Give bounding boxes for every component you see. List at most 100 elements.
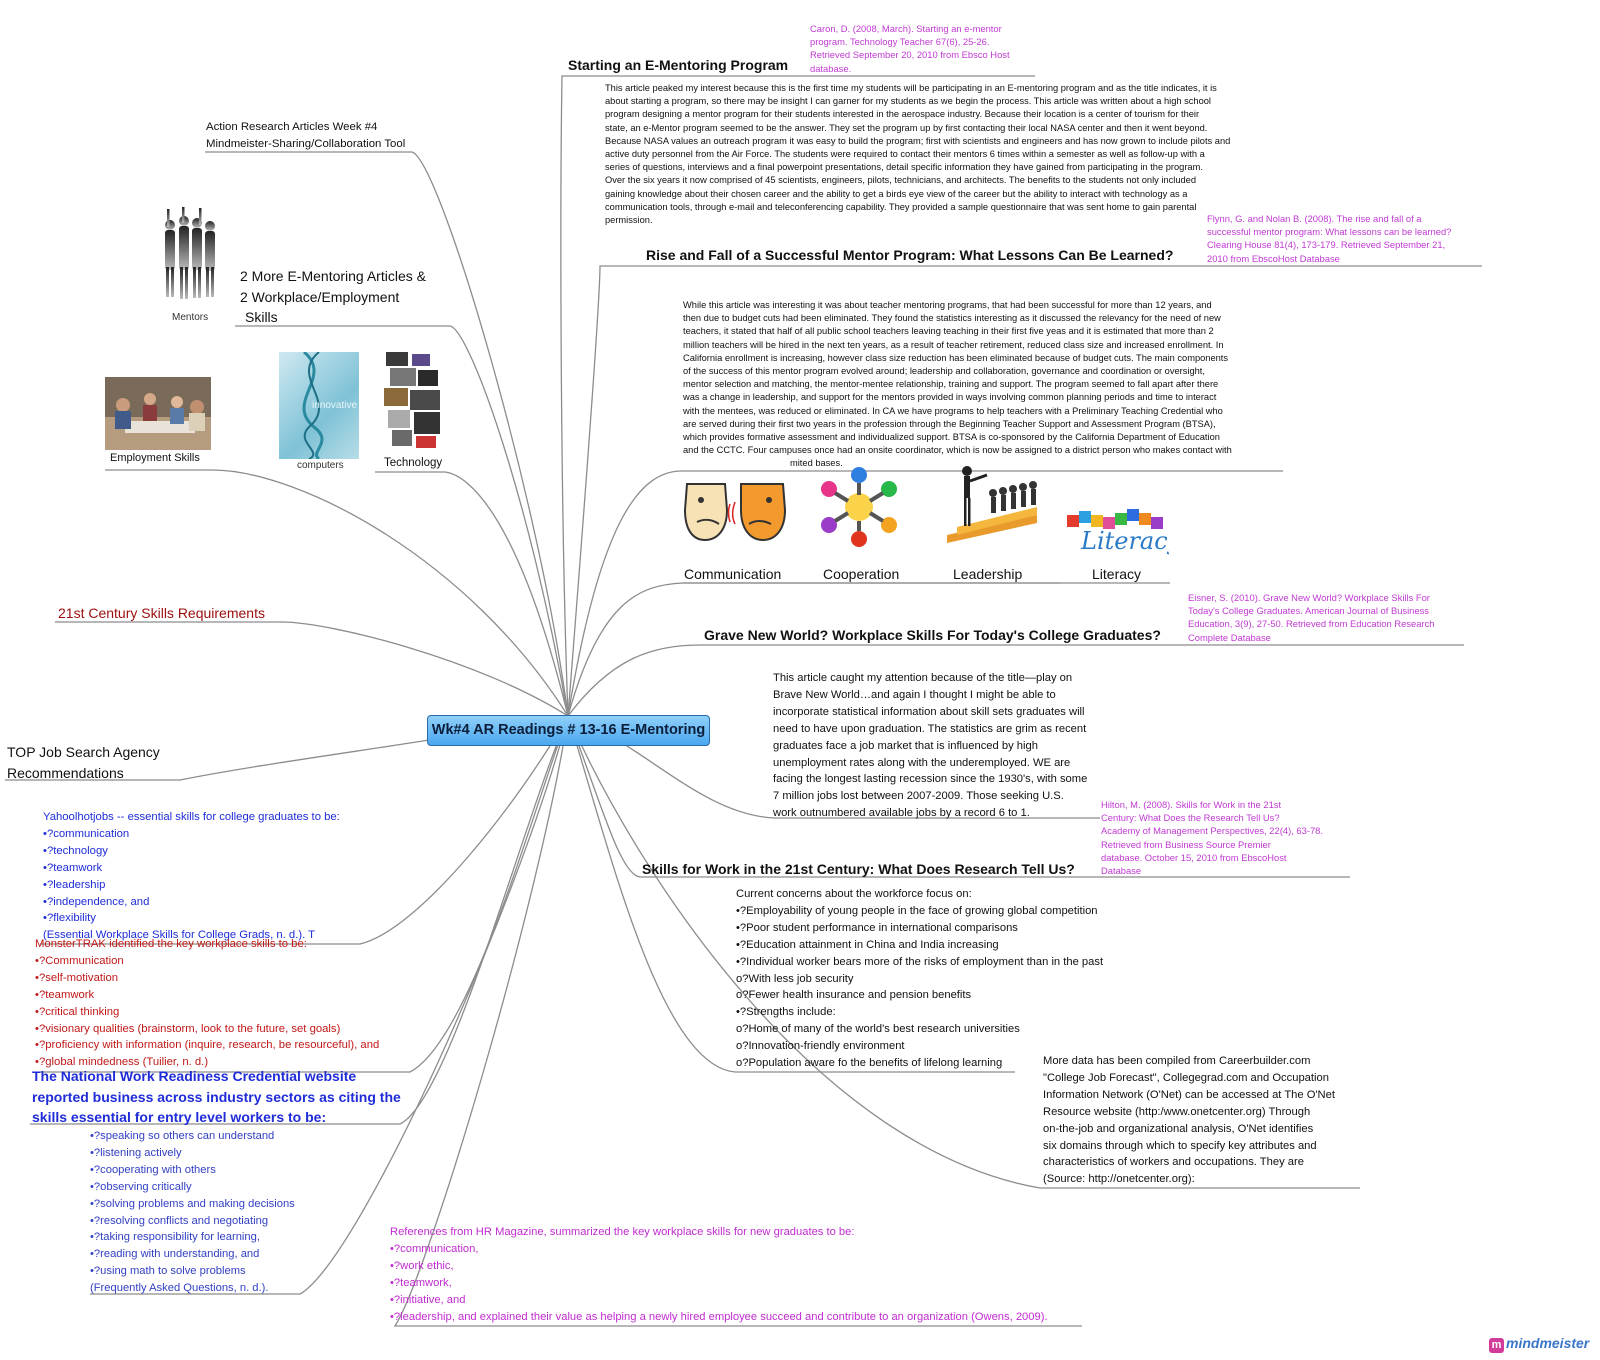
caron-line-0: Caron, D. (2008, March). Starting an e-m… bbox=[810, 23, 1002, 34]
national-skill-9: (Frequently Asked Questions, n. d.). bbox=[90, 1282, 269, 1295]
grave-line-4: graduates face a job market that is infl… bbox=[773, 739, 1038, 752]
emento-topic[interactable]: Starting an E-Mentoring Program bbox=[568, 57, 789, 73]
cooperation-image bbox=[812, 465, 906, 549]
grave-line-1: Brave New World…and again I thought I mi… bbox=[773, 688, 1056, 701]
branch-career bbox=[567, 715, 1360, 1189]
career-line-2: Information Network (O'Net) can be acces… bbox=[1043, 1088, 1335, 1101]
caron-line-1: program. Technology Teacher 67(6), 25-26… bbox=[810, 36, 990, 48]
yahoo-line-1: •?communication bbox=[43, 827, 130, 840]
emento-line-9: communication tools, through e-mail and … bbox=[605, 201, 1197, 212]
national-skill-6: •?taking responsibility for learning, bbox=[90, 1231, 260, 1244]
work21-line-4: •?Individual worker bears more of the ri… bbox=[736, 955, 1104, 968]
branch-monster bbox=[40, 715, 569, 1073]
yahoo-line-3: •?teamwork bbox=[43, 861, 103, 874]
emento-line-6: series of questions, interviews and a fi… bbox=[605, 162, 1203, 173]
hr-magazine-list: References from HR Magazine, summarized … bbox=[390, 1224, 1048, 1325]
branch-emento bbox=[560, 75, 790, 717]
national-skills-list: •?speaking so others can understand •?li… bbox=[90, 1128, 295, 1297]
action-research-topic[interactable]: Action Research Articles Week #4 Mindmei… bbox=[206, 119, 405, 153]
rise-line-7: was a change in leadership, and support … bbox=[683, 392, 1217, 403]
communication-image bbox=[683, 480, 787, 544]
skill-icon-cooperation[interactable]: Cooperation bbox=[823, 566, 900, 582]
yahoo-line-7: (Essential Workplace Skills for College … bbox=[43, 929, 316, 942]
leadership-image bbox=[937, 465, 1043, 545]
more-articles-topic[interactable]: 2 More E-Mentoring Articles & 2 Workplac… bbox=[240, 266, 426, 328]
grave-line-5: unemployment rates along with the undere… bbox=[773, 756, 1071, 769]
monster-line-5: •?visionary qualities (brainstorm, look … bbox=[35, 1022, 341, 1035]
mindmeister-wordmark: mindmeister bbox=[1506, 1335, 1590, 1351]
work21-line-5: o?With less job security bbox=[736, 972, 854, 985]
work21-line-0: Current concerns about the workforce foc… bbox=[736, 888, 972, 900]
rise-line-3: million teachers will be hired in the ne… bbox=[683, 339, 1224, 350]
literacy-image: Literacy bbox=[1065, 505, 1169, 561]
center-topic[interactable]: Wk#4 AR Readings # 13-16 E-Mentoring bbox=[427, 715, 710, 746]
work21-topic[interactable]: Skills for Work in the 21st Century: Wha… bbox=[642, 861, 1075, 877]
branch-rise bbox=[567, 265, 1482, 717]
hr-line-2: •?work ethic, bbox=[390, 1259, 454, 1272]
grave-topic[interactable]: Grave New World? Workplace Skills For To… bbox=[704, 627, 1161, 643]
grave-line-6: facing the longest lasting recession sin… bbox=[773, 773, 1088, 786]
top-job-topic[interactable]: TOP Job Search Agency Recommendations bbox=[7, 742, 160, 783]
career-line-6: characteristics of workers and occupatio… bbox=[1043, 1156, 1304, 1169]
computers-image: innovative bbox=[279, 352, 359, 459]
emento-line-3: state, an e-Mentor program seemed to be … bbox=[605, 122, 1208, 133]
hr-line-4: •?initiative, and bbox=[390, 1293, 466, 1306]
branch-rise-para bbox=[567, 470, 1283, 717]
national-skill-4: •?solving problems and making decisions bbox=[90, 1197, 295, 1210]
caron-citation: Caron, D. (2008, March). Starting an e-m… bbox=[810, 22, 1010, 75]
hr-line-0: References from HR Magazine, summarized … bbox=[390, 1226, 855, 1238]
grave-line-8: work outnumbered available jobs by a rec… bbox=[773, 807, 1030, 820]
work21-line-8: o?Home of many of the world's best resea… bbox=[736, 1023, 1020, 1036]
yahoo-list: Yahoolhotjobs -- essential skills for co… bbox=[43, 809, 340, 944]
work21-line-1: •?Employability of young people in the f… bbox=[736, 904, 1098, 917]
eisner-line-3: Complete Database bbox=[1188, 631, 1271, 643]
rise-line-11: and the CCTC. Four campuses once had an … bbox=[683, 445, 1232, 456]
work21-line-10: o?Population aware fo the benefits of li… bbox=[736, 1057, 1003, 1070]
employment-caption: Employment Skills bbox=[110, 452, 200, 464]
hr-line-3: •?teamwork, bbox=[390, 1276, 452, 1289]
career-summary: More data has been compiled from Careerb… bbox=[1043, 1053, 1335, 1188]
rise-line-6: mentor selection and matching, the mento… bbox=[683, 379, 1219, 390]
skill-icon-communication[interactable]: Communication bbox=[684, 566, 782, 582]
rise-topic[interactable]: Rise and Fall of a Successful Mentor Pro… bbox=[646, 247, 1174, 263]
yahoo-line-5: •?independence, and bbox=[43, 895, 150, 908]
monster-line-6: •?proficiency with information (inquire,… bbox=[35, 1039, 380, 1052]
skill-icon-literacy[interactable]: Literacy bbox=[1092, 566, 1142, 582]
emento-line-5: active duty personnel from the Air Force… bbox=[605, 149, 1205, 160]
national-topic[interactable]: The National Work Readiness Credential w… bbox=[32, 1066, 401, 1128]
branch-work21-para bbox=[567, 715, 1015, 1073]
national-skill-7: •?reading with understanding, and bbox=[90, 1248, 260, 1261]
eisner-citation: Eisner, S. (2010). Grave New World? Work… bbox=[1188, 591, 1434, 644]
rise-line-5: of the success of this mentor program ev… bbox=[683, 366, 1205, 377]
top-job-line-2: Recommendations bbox=[7, 764, 124, 781]
computers-overlay: innovative bbox=[312, 400, 358, 411]
hr-line-1: •?communication, bbox=[390, 1242, 479, 1255]
work21-line-2: •?Poor student performance in internatio… bbox=[736, 921, 1018, 934]
work21-line-7: •?Strengths include: bbox=[736, 1006, 836, 1019]
flynn-line-2: Clearing House 81(4), 173-179. Retrieved… bbox=[1207, 239, 1446, 251]
grave-line-7: 7 million jobs lost between 2007-2009. T… bbox=[773, 790, 1064, 803]
rise-line-12: mited bases. bbox=[790, 458, 843, 469]
technology-caption: Technology bbox=[384, 457, 443, 469]
branch-work21 bbox=[567, 715, 1350, 878]
emento-line-1: about starting a program, so there may b… bbox=[605, 96, 1211, 107]
branch-grave bbox=[567, 644, 1464, 717]
grave-line-3: need to have upon graduation. The statis… bbox=[773, 722, 1087, 735]
skill-icon-leadership[interactable]: Leadership bbox=[953, 566, 1023, 582]
flynn-line-3: 2010 from EbscoHost Database bbox=[1207, 252, 1340, 264]
career-line-0: More data has been compiled from Careerb… bbox=[1043, 1055, 1311, 1067]
hilton-line-4: database. October 15, 2010 from EbscoHos… bbox=[1101, 851, 1287, 863]
yahoo-line-4: •?leadership bbox=[43, 878, 106, 891]
yahoo-line-6: •?flexibility bbox=[43, 912, 96, 925]
rise-line-1: then due to budget cuts had been elimina… bbox=[683, 313, 1221, 324]
monster-line-7: •?global mindedness (Tuilier, n. d.) bbox=[35, 1056, 209, 1069]
work21-line-3: •?Education attainment in China and Indi… bbox=[736, 938, 999, 951]
employment-image bbox=[105, 377, 211, 450]
national-skill-3: •?observing critically bbox=[90, 1180, 192, 1193]
national-skill-8: •?using math to solve problems bbox=[90, 1265, 246, 1278]
career-line-4: on-the-job and organizational analysis, … bbox=[1043, 1122, 1314, 1135]
century-skills-topic[interactable]: 21st Century Skills Requirements bbox=[58, 605, 265, 621]
caron-line-3: database. bbox=[810, 62, 852, 74]
